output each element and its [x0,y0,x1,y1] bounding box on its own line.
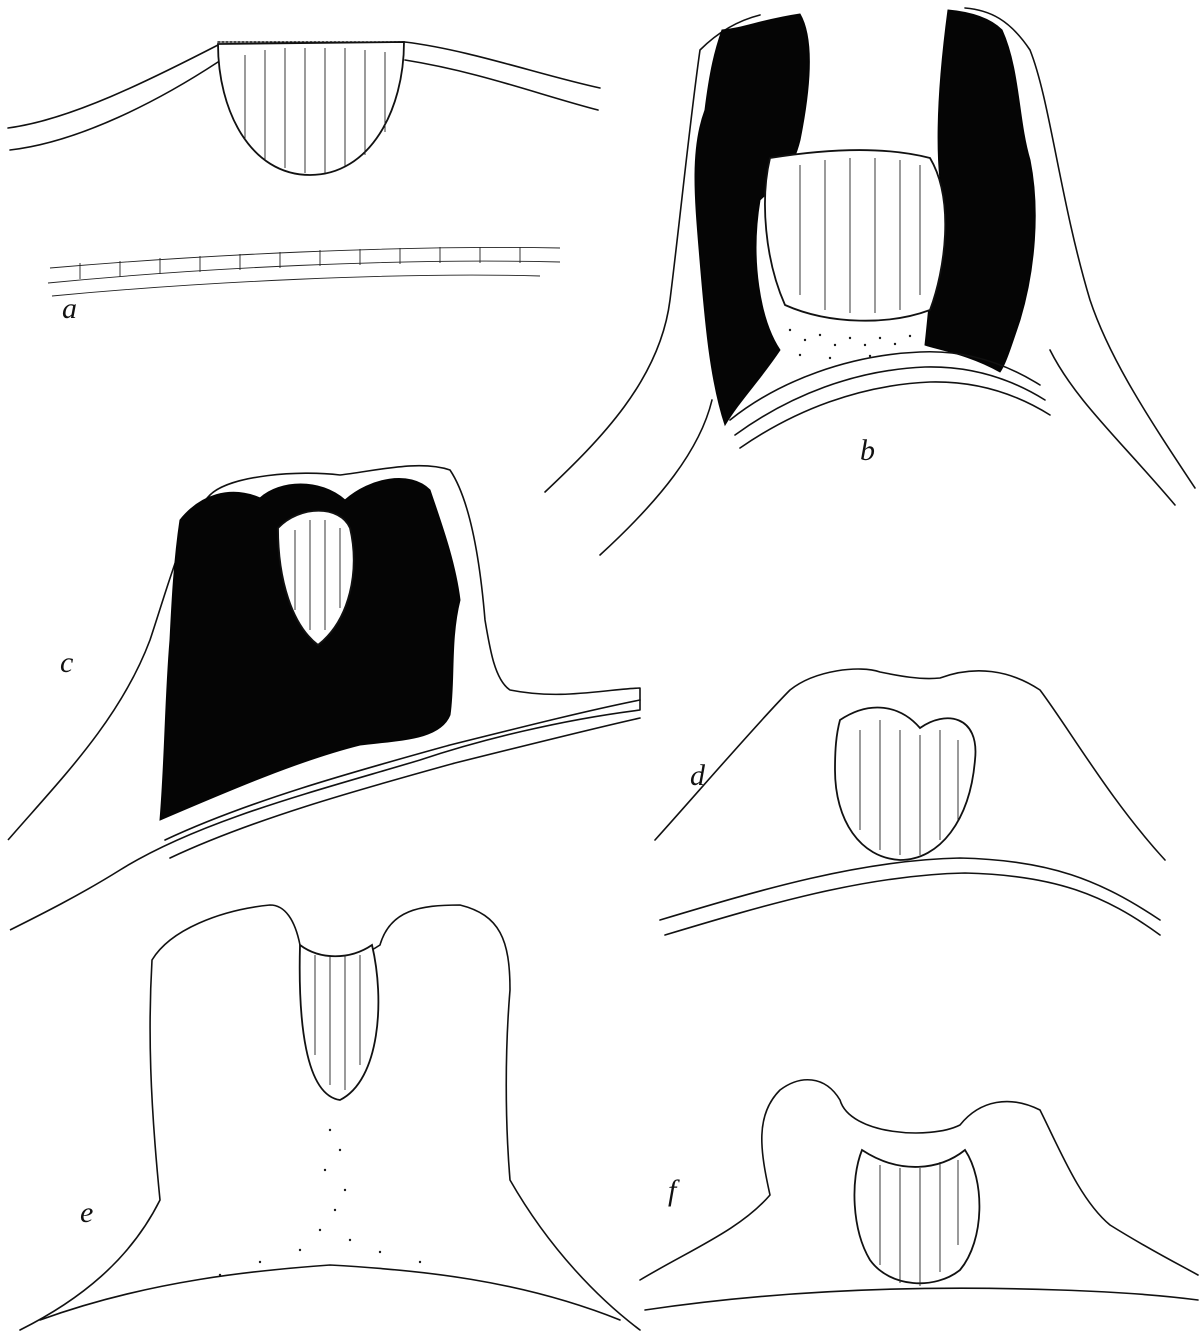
panel-f-membrane [645,1288,1198,1310]
panel-b-membrane [730,352,1050,448]
panel-a-membrane [48,247,560,296]
panel-d: d [655,669,1165,935]
panel-b: b [545,8,1195,555]
label-b: b [860,434,875,467]
panel-f-egg [854,1150,979,1283]
label-e: e [80,1196,93,1229]
panel-c: c [8,466,640,930]
panel-e-membrane [40,1265,620,1320]
panel-f: f [640,1080,1198,1310]
panel-e-stipple [219,1129,421,1276]
label-c: c [60,646,73,679]
label-f: f [668,1174,680,1207]
panel-a [8,42,600,296]
label-d: d [690,759,706,792]
panel-b-egg [765,150,945,321]
panel-e-egg [300,945,379,1100]
panel-e: e [20,905,640,1330]
panel-d-egg [835,708,975,860]
label-a: a [62,292,77,325]
panel-d-membrane [660,858,1160,935]
panel-a-egg [218,42,404,175]
